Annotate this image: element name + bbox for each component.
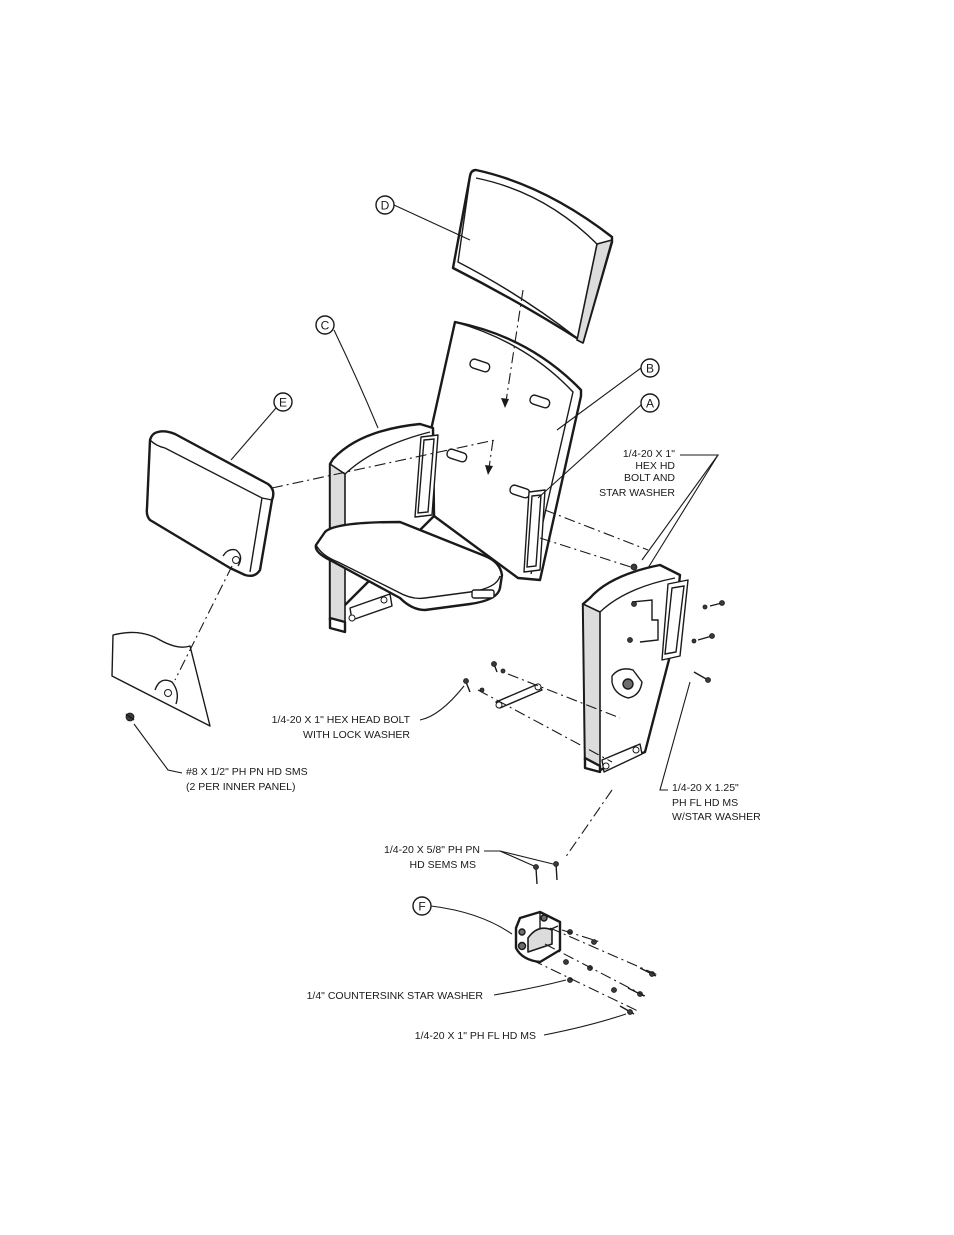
floor-mount-part-f (514, 910, 562, 964)
seat-cushion (314, 520, 504, 622)
svg-text:A: A (646, 397, 654, 411)
note-ph-fl-hd-125: 1/4-20 X 1.25" PH FL HD MS W/STAR WASHER (659, 681, 761, 823)
bracket-right-part-a (523, 489, 546, 573)
callout-d: D (375, 195, 471, 241)
assembly-arrowheads (485, 398, 509, 475)
right-side-panel (581, 563, 689, 774)
note-countersink-star-washer: 1/4" COUNTERSINK STAR WASHER (307, 979, 567, 1002)
svg-text:1/4-20 X 1" PH FL HD MS: 1/4-20 X 1" PH FL HD MS (415, 1030, 536, 1042)
callout-a: A (537, 393, 660, 499)
svg-text:1/4-20 X 5/8" PH PN: 1/4-20 X 5/8" PH PN (384, 844, 480, 856)
svg-text:D: D (381, 199, 390, 213)
svg-text:E: E (279, 396, 287, 410)
callout-f: F (412, 896, 513, 935)
svg-text:STAR WASHER: STAR WASHER (599, 487, 675, 499)
svg-text:WITH LOCK WASHER: WITH LOCK WASHER (303, 729, 410, 741)
back-panel-part-b (429, 320, 583, 582)
svg-text:W/STAR WASHER: W/STAR WASHER (672, 811, 761, 823)
svg-text:F: F (418, 900, 425, 914)
svg-text:HD SEMS MS: HD SEMS MS (409, 859, 476, 871)
callout-c: C (315, 315, 379, 429)
svg-text:PH FL HD MS: PH FL HD MS (672, 797, 738, 809)
svg-text:1/4-20 X 1": 1/4-20 X 1" (623, 448, 675, 460)
svg-text:C: C (321, 319, 330, 333)
note-ph-fl-hd-1: 1/4-20 X 1" PH FL HD MS (415, 1013, 627, 1042)
note-sems-screw: 1/4-20 X 5/8" PH PN HD SEMS MS (384, 844, 554, 871)
svg-text:1/4" COUNTERSINK STAR WASHER: 1/4" COUNTERSINK STAR WASHER (307, 990, 484, 1002)
armrest-cap-part-e (145, 430, 275, 578)
svg-text:B: B (646, 362, 654, 376)
note-hex-head-bolt-lock-washer: 1/4-20 X 1" HEX HEAD BOLT WITH LOCK WASH… (272, 685, 465, 741)
svg-text:BOLT AND: BOLT AND (624, 472, 675, 484)
note-hex-bolt-star-washer: 1/4-20 X 1" HEX HD BOLT AND STAR WASHER (599, 448, 720, 569)
callout-e: E (230, 392, 293, 461)
backrest-cushion-part-d (451, 168, 614, 344)
connector-bar (495, 683, 543, 709)
note-sms-screw: #8 X 1/2" PH PN HD SMS (2 PER INNER PANE… (133, 723, 308, 793)
sms-screw (125, 712, 135, 722)
svg-text:#8 X 1/2" PH PN HD SMS: #8 X 1/2" PH PN HD SMS (186, 766, 308, 778)
svg-text:HEX HD: HEX HD (635, 460, 675, 472)
callout-b: B (556, 358, 660, 431)
svg-text:1/4-20 X 1.25": 1/4-20 X 1.25" (672, 782, 739, 794)
svg-text:(2 PER INNER PANEL): (2 PER INNER PANEL) (186, 781, 296, 793)
svg-text:1/4-20 X 1" HEX HEAD BOLT: 1/4-20 X 1" HEX HEAD BOLT (272, 714, 411, 726)
inner-panel-detail (111, 631, 211, 727)
